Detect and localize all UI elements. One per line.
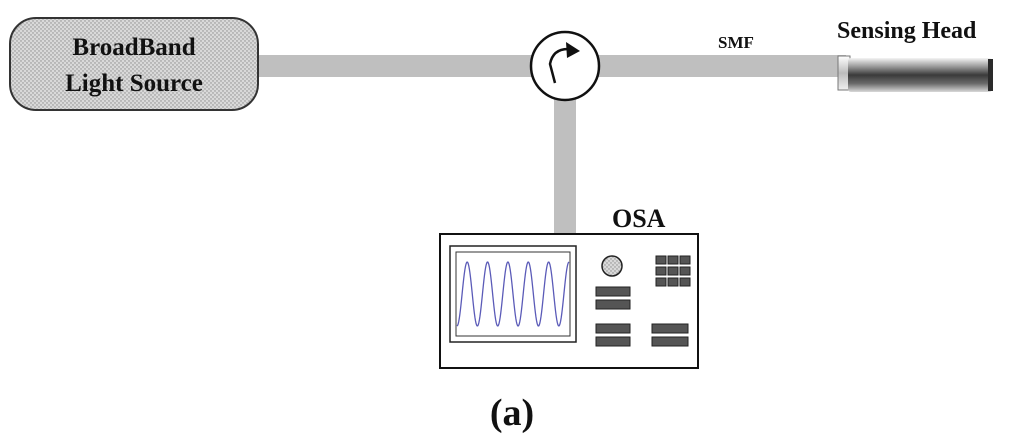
source-label-line1: BroadBand xyxy=(72,34,195,61)
optical-spectrum-analyzer xyxy=(439,233,699,369)
fiber-circulator-to-head xyxy=(596,55,846,77)
osa-button[interactable] xyxy=(651,323,689,334)
osa-waveform-icon xyxy=(449,245,577,343)
circulator-icon xyxy=(529,30,601,102)
osa-button[interactable] xyxy=(595,299,631,310)
osa-button[interactable] xyxy=(595,286,631,297)
osa-button[interactable] xyxy=(651,336,689,347)
osa-keypad[interactable] xyxy=(655,255,691,287)
source-label-line2: Light Source xyxy=(65,70,203,97)
fiber-circulator-to-osa xyxy=(554,96,576,234)
broadband-light-source: BroadBand Light Source xyxy=(9,17,259,111)
osa-label: OSA xyxy=(612,204,666,233)
sensing-head-label: Sensing Head xyxy=(837,18,977,44)
fiber-source-to-circulator xyxy=(258,55,534,77)
smf-label: SMF xyxy=(718,33,754,52)
osa-button[interactable] xyxy=(595,323,631,334)
sensing-head-icon xyxy=(837,55,993,92)
panel-label: (a) xyxy=(490,392,534,434)
osa-knob[interactable] xyxy=(601,255,623,277)
osa-button[interactable] xyxy=(595,336,631,347)
